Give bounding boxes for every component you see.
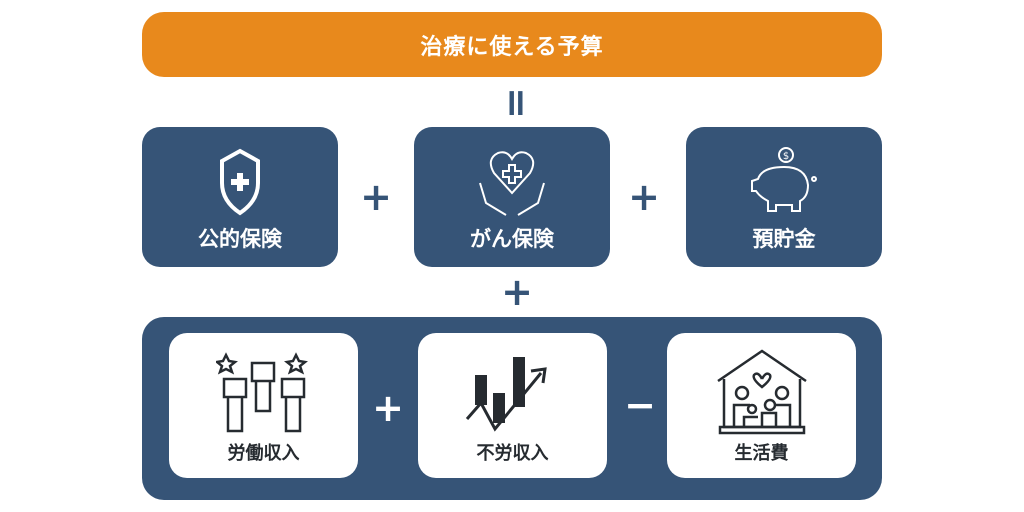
growth-chart-icon (465, 357, 547, 432)
living-expenses-label: 生活費 (734, 443, 789, 464)
minus-sign: − (624, 383, 656, 427)
svg-text:$: $ (783, 151, 789, 162)
equals-sign: = (495, 87, 539, 119)
plus-sign: + (360, 175, 392, 219)
public-insurance-label: 公的保険 (198, 227, 282, 251)
passive-income-box: 不労収入 (418, 333, 607, 478)
family-house-icon (716, 349, 807, 435)
living-expenses-box: 生活費 (667, 333, 856, 478)
savings-label: 預貯金 (752, 227, 816, 251)
heart-hands-icon (479, 151, 545, 216)
passive-income-label: 不労収入 (476, 443, 549, 464)
labor-income-label: 労働収入 (227, 443, 300, 464)
budget-title: 治療に使える予算 (142, 12, 882, 77)
plus-sign: + (501, 270, 533, 314)
public-insurance-box: 公的保険 (142, 127, 338, 267)
labor-income-box: 労働収入 (169, 333, 358, 478)
savings-box: $ 預貯金 (686, 127, 882, 267)
piggy-bank-icon: $ (751, 147, 817, 212)
cancer-insurance-label: がん保険 (470, 227, 554, 251)
plus-sign: + (628, 175, 660, 219)
raised-fists-icon (215, 352, 308, 433)
cancer-insurance-box: がん保険 (414, 127, 610, 267)
shield-plus-icon (220, 148, 260, 216)
plus-sign: + (372, 386, 404, 430)
